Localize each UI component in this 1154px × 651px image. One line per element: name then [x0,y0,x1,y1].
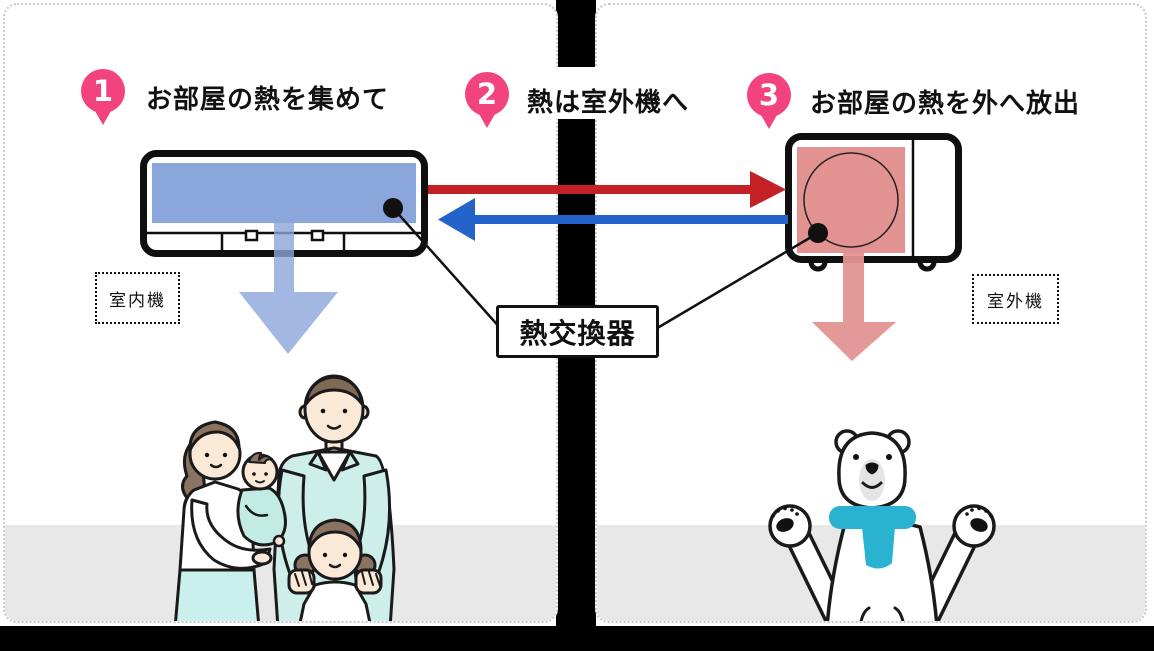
bottom-black-strip [0,626,1154,651]
step-2-label: 熱は室外機へ [527,88,690,118]
outdoor-unit-tag: 室外機 [972,274,1059,324]
heat-exchanger-label-text: 熱交換器 [519,316,636,350]
wall-gap-behind-step2 [552,67,600,119]
baby-figure [236,451,287,548]
step-1-number: 1 [92,73,114,108]
step-3-badge: 3 [747,73,791,117]
step-1-badge: 1 [81,69,125,113]
polar-bear-illustration [768,429,996,621]
bear-head [834,429,911,510]
heat-exchanger-label: 熱交換器 [496,305,659,358]
indoor-unit-tag: 室内機 [95,272,180,324]
outdoor-unit-tag-text: 室外機 [987,291,1044,312]
indoor-unit-tag-text: 室内機 [109,290,166,311]
step-2-badge: 2 [465,72,509,116]
step-3-label: お部屋の熱を外へ放出 [810,89,1081,119]
family-illustration [174,374,396,621]
step-3-number: 3 [758,77,780,112]
father-hands [287,568,383,595]
step-1-label: お部屋の熱を集めて [146,85,390,115]
bear-paws [768,504,996,548]
mother-figure [174,420,273,621]
step-2-number: 2 [476,76,498,111]
bear-scarf [829,506,916,569]
girl-figure [293,518,377,621]
